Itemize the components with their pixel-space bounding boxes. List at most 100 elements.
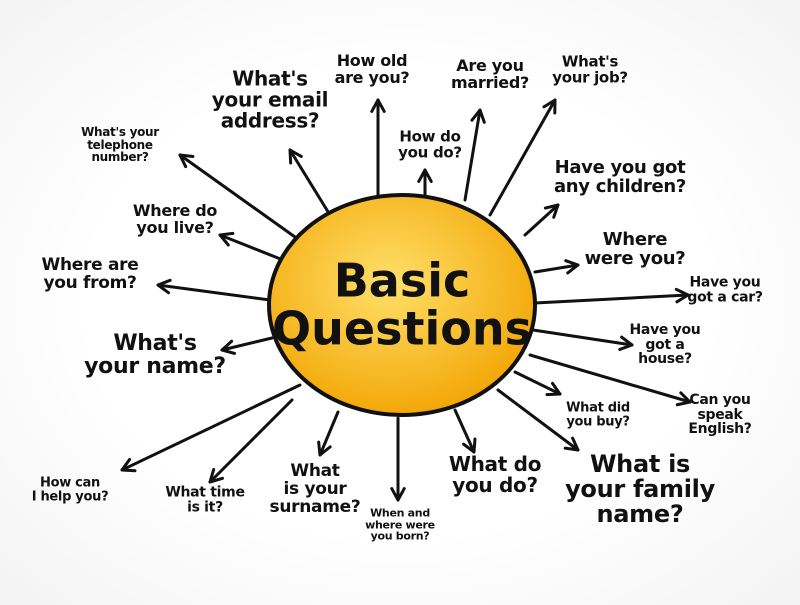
arrow-shaft bbox=[531, 328, 634, 347]
arrow-head-icon bbox=[563, 436, 580, 452]
question-line: What is bbox=[589, 450, 690, 479]
question-line: you buy? bbox=[566, 414, 630, 429]
arrow bbox=[120, 383, 302, 473]
arrow-shaft bbox=[220, 336, 274, 352]
arrow-head-icon bbox=[120, 457, 137, 473]
question-line: What's your bbox=[81, 125, 159, 140]
arrow-head-icon bbox=[178, 153, 195, 169]
question-line: got a car? bbox=[687, 289, 763, 305]
arrow bbox=[288, 148, 332, 217]
arrow bbox=[488, 98, 557, 217]
arrow bbox=[496, 388, 580, 452]
arrow-head-icon bbox=[220, 339, 237, 355]
arrow bbox=[523, 203, 560, 237]
question-line: you do? bbox=[452, 473, 538, 497]
central-topic-line: Basic bbox=[333, 253, 471, 308]
question-line: name? bbox=[596, 500, 684, 529]
question-line: your job? bbox=[552, 68, 628, 86]
arrow-head-icon bbox=[370, 98, 386, 113]
question-line: is it? bbox=[187, 499, 223, 515]
arrow bbox=[208, 398, 294, 484]
arrow-head-icon bbox=[543, 203, 560, 219]
question-line: house? bbox=[638, 351, 692, 368]
arrow-head-icon bbox=[417, 168, 433, 183]
arrow-head-icon bbox=[564, 259, 580, 275]
question-line: you live? bbox=[136, 218, 214, 237]
question-line: Are you bbox=[456, 56, 524, 76]
question-line: How old bbox=[336, 51, 408, 71]
arrow bbox=[531, 328, 634, 351]
arrow-head-icon bbox=[317, 440, 332, 457]
question-line: How do bbox=[399, 127, 461, 146]
arrow-shaft bbox=[496, 388, 580, 452]
question-line: Where do bbox=[132, 201, 218, 221]
question-line: How can bbox=[40, 475, 100, 491]
arrow-shaft bbox=[318, 410, 340, 457]
arrow-head-icon bbox=[288, 148, 303, 165]
question-line: Can you bbox=[689, 391, 751, 408]
question-line: married? bbox=[451, 73, 529, 92]
question-line: Have you bbox=[629, 321, 701, 338]
arrow bbox=[533, 259, 580, 275]
question-line: your name? bbox=[84, 354, 226, 379]
central-topic-line: Questions bbox=[272, 302, 532, 356]
question-line: When and bbox=[370, 506, 430, 520]
question-line: were you? bbox=[584, 248, 686, 269]
question-line: Where are bbox=[41, 255, 139, 276]
question-line: any children? bbox=[553, 176, 687, 197]
question-line: I help you? bbox=[31, 489, 109, 504]
arrow-shaft bbox=[288, 148, 332, 217]
arrow-shaft bbox=[453, 408, 476, 454]
arrow-shaft bbox=[528, 353, 692, 404]
arrow-head-icon bbox=[545, 381, 562, 397]
question-line: speak bbox=[697, 406, 743, 423]
question-line: your email bbox=[211, 87, 329, 112]
arrow bbox=[533, 287, 690, 305]
question-line: Have you got bbox=[554, 157, 686, 179]
arrow bbox=[178, 153, 304, 244]
arrow bbox=[513, 370, 562, 397]
arrow-head-icon bbox=[675, 391, 692, 407]
question-line: What's bbox=[232, 66, 308, 91]
question-line: telephone bbox=[87, 137, 153, 152]
central-topic: Basic Questions bbox=[272, 253, 532, 356]
arrow-shaft bbox=[208, 398, 294, 484]
question-line: English? bbox=[688, 421, 752, 438]
question-line: you from? bbox=[43, 273, 137, 293]
question-line: Have you bbox=[689, 274, 761, 291]
arrow-head-icon bbox=[208, 468, 224, 484]
arrow-shaft bbox=[120, 383, 302, 472]
question-line: where were bbox=[365, 518, 435, 532]
question-line: What bbox=[290, 461, 340, 482]
arrow-shaft bbox=[533, 293, 690, 305]
arrow bbox=[218, 231, 290, 264]
arrow-shaft bbox=[513, 370, 562, 396]
arrow-head-icon bbox=[156, 278, 172, 295]
question-line: you born? bbox=[370, 529, 430, 543]
question-line: What do bbox=[448, 452, 542, 476]
question-line: What time bbox=[165, 484, 245, 501]
arrow-head-icon bbox=[542, 98, 557, 115]
central-bubble bbox=[267, 193, 537, 417]
arrow-shaft bbox=[156, 283, 272, 302]
arrow-shaft bbox=[178, 153, 304, 244]
question-line: got a bbox=[645, 336, 685, 353]
arrow-shaft bbox=[533, 263, 580, 274]
